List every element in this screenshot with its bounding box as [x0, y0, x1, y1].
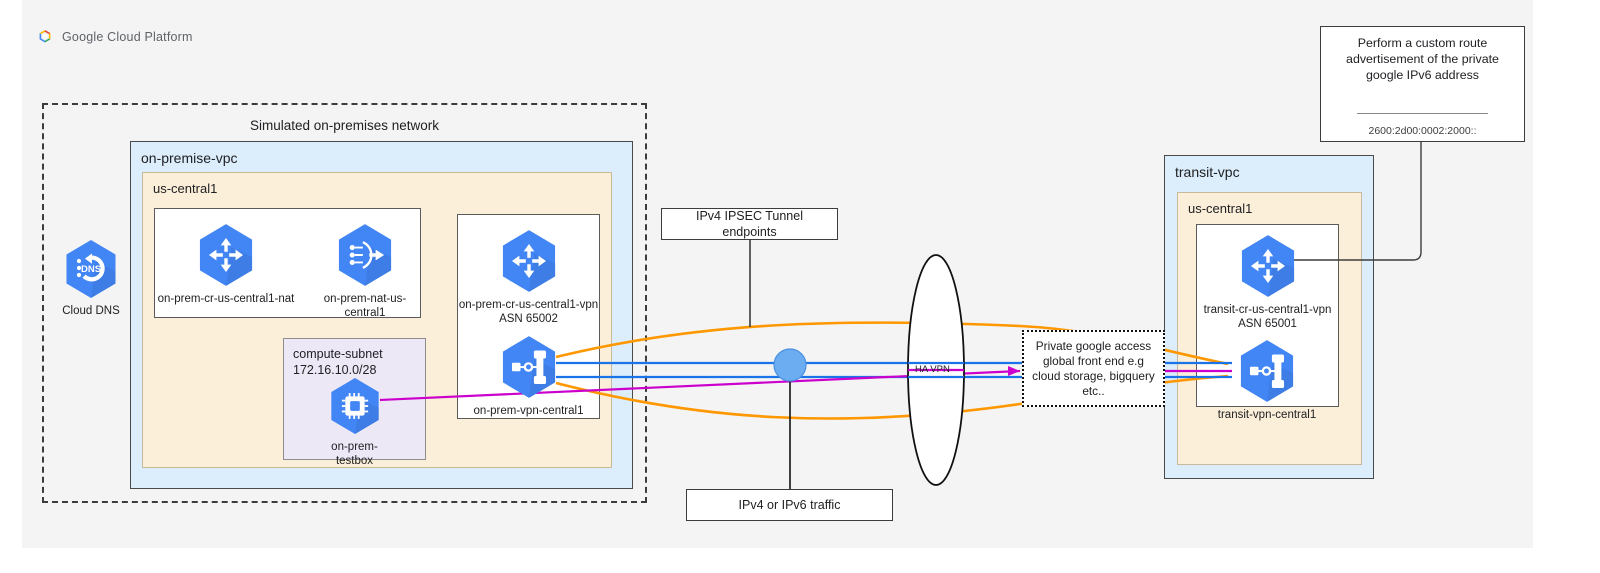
cloud-router-icon: [498, 228, 560, 294]
simulated-onpremises-network-title: Simulated on-premises network: [249, 118, 440, 133]
node-onprem-testbox[interactable]: on-prem-testbox: [317, 376, 392, 468]
node-cloud-dns[interactable]: DNS Cloud DNS: [58, 238, 124, 318]
traffic-callout: IPv4 or IPv6 traffic: [686, 489, 893, 521]
custom-route-note-text: Perform a custom route advertisement of …: [1346, 36, 1499, 82]
traffic-label: IPv4 or IPv6 traffic: [738, 498, 841, 512]
svg-text:DNS: DNS: [81, 264, 101, 275]
node-transit-vpn-gateway[interactable]: transit-vpn-central1: [1208, 338, 1326, 422]
vpn-gateway-icon: [1236, 338, 1298, 404]
private-google-access-label: Private google access global front end e…: [1032, 338, 1155, 398]
custom-route-note: Perform a custom route advertisement of …: [1320, 26, 1525, 142]
onprem-region-title: us-central1: [153, 181, 218, 196]
cloud-dns-icon: DNS: [62, 238, 120, 300]
compute-engine-icon: [327, 376, 383, 436]
simulated-onpremises-network-container: Simulated on-premises network: [42, 103, 647, 503]
ipsec-endpoints-callout: IPv4 IPSEC Tunnel endpoints: [661, 208, 838, 240]
node-onprem-cr-vpn-label: on-prem-cr-us-central1-vpn ASN 65002: [458, 299, 599, 325]
note-divider: [1357, 113, 1488, 114]
compute-subnet-name: compute-subnet: [293, 347, 383, 361]
node-onprem-cr-nat[interactable]: on-prem-cr-us-central1-nat: [156, 222, 296, 306]
google-cloud-hexagon-logo-icon: [36, 28, 54, 46]
cloud-nat-icon: [334, 222, 396, 288]
vpn-gateway-icon: [498, 334, 560, 400]
gcp-brand-label: Google Cloud Platform: [62, 30, 193, 44]
private-google-access-callout: Private google access global front end e…: [1022, 330, 1165, 407]
transit-region-title: us-central1: [1188, 201, 1253, 216]
node-onprem-cr-vpn[interactable]: on-prem-cr-us-central1-vpn ASN 65002: [458, 228, 599, 326]
onprem-vpc-title: on-premise-vpc: [141, 150, 238, 166]
node-onprem-testbox-label: on-prem-testbox: [331, 441, 378, 467]
ha-vpn-label: HA VPN: [915, 364, 950, 375]
cloud-router-icon: [195, 222, 257, 288]
node-transit-cr-vpn[interactable]: transit-cr-us-central1-vpn ASN 65001: [1197, 233, 1338, 331]
node-onprem-cr-nat-label: on-prem-cr-us-central1-nat: [157, 293, 295, 305]
node-onprem-nat[interactable]: on-prem-nat-us-central1: [306, 222, 424, 320]
node-onprem-nat-label: on-prem-nat-us-central1: [323, 293, 407, 319]
transit-vpc-title: transit-vpc: [1175, 164, 1240, 180]
node-transit-vpn-gateway-label: transit-vpn-central1: [1217, 409, 1317, 421]
node-onprem-vpn-gateway[interactable]: on-prem-vpn-central1: [471, 334, 586, 418]
node-cloud-dns-label: Cloud DNS: [62, 305, 120, 317]
node-transit-cr-vpn-label: transit-cr-us-central1-vpn ASN 65001: [1203, 304, 1332, 330]
gcp-brand: Google Cloud Platform: [36, 28, 193, 46]
node-onprem-vpn-gateway-label: on-prem-vpn-central1: [473, 405, 584, 417]
cloud-router-icon: [1237, 233, 1299, 299]
custom-route-note-address: 2600:2d00:0002:2000::: [1368, 125, 1477, 137]
compute-subnet-cidr: 172.16.10.0/28: [293, 363, 377, 377]
ipsec-endpoints-label: IPv4 IPSEC Tunnel endpoints: [695, 209, 803, 239]
